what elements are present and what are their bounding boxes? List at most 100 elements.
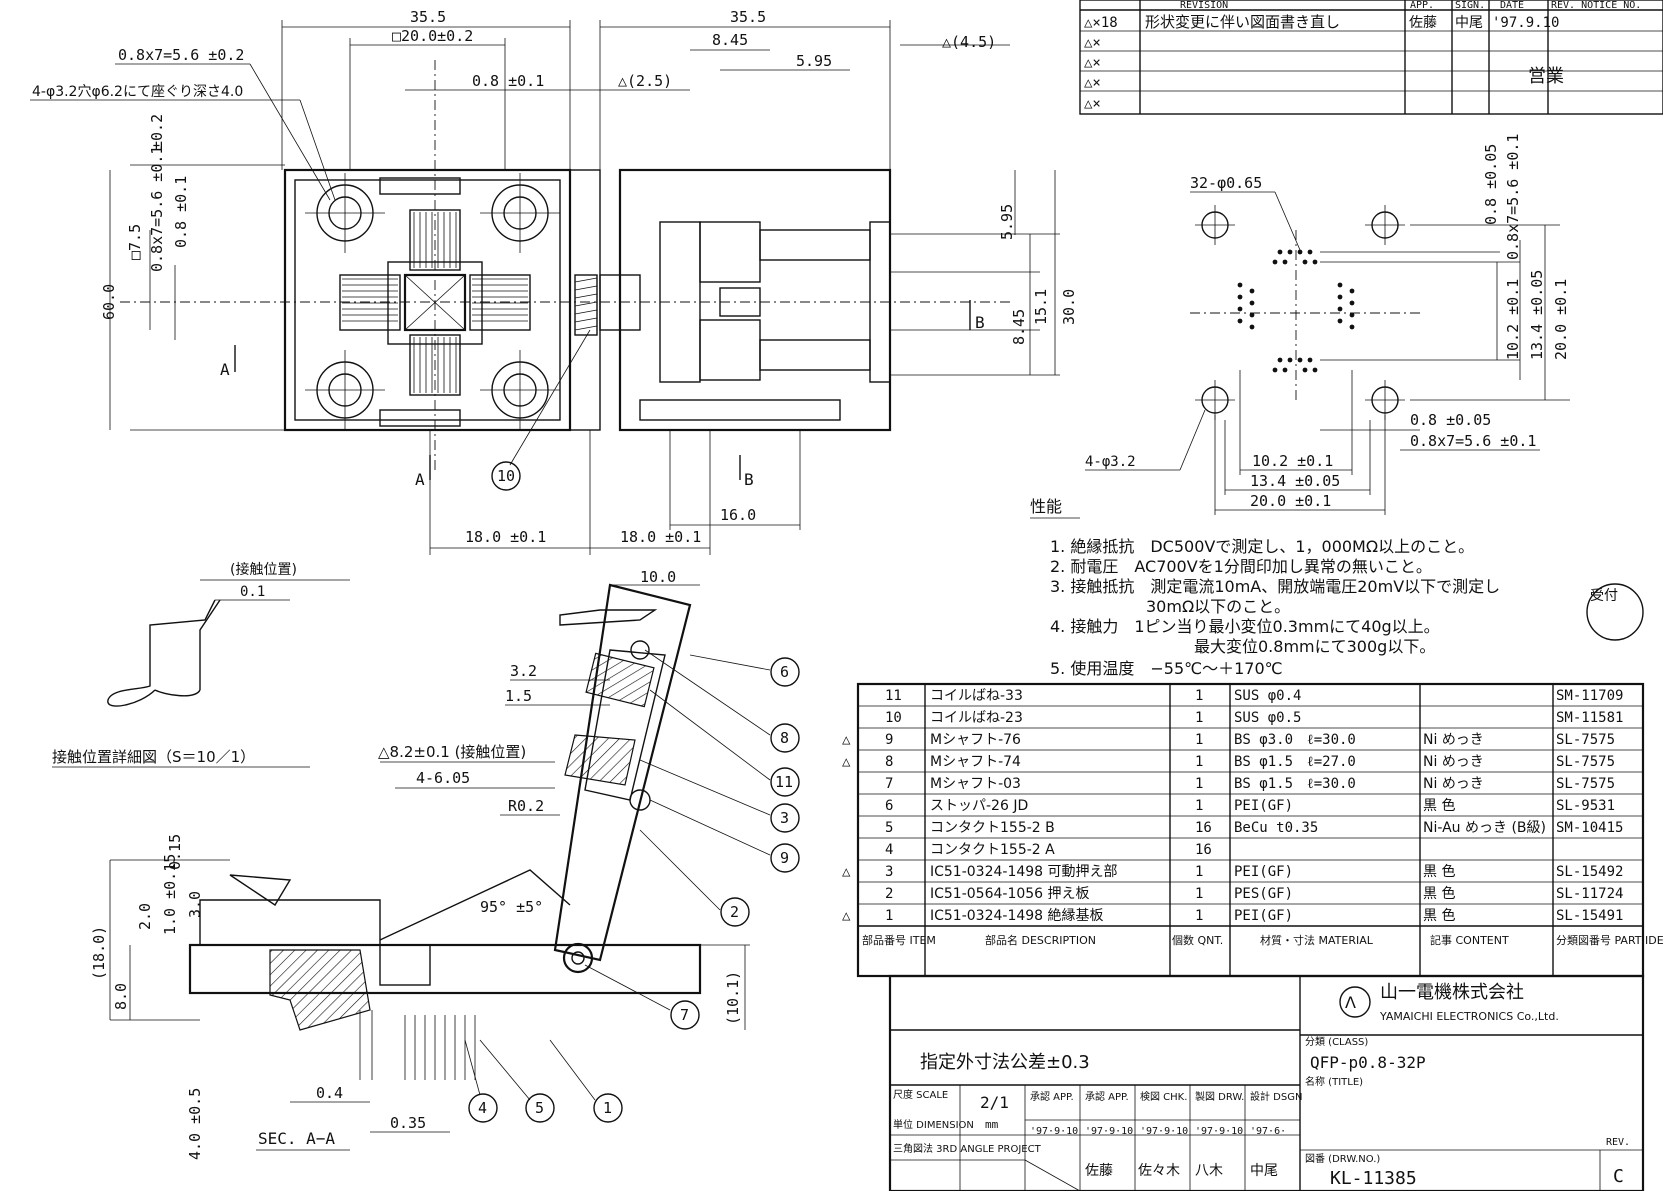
scale-value: 2/1 [980, 1093, 1009, 1112]
svg-text:7: 7 [680, 1006, 689, 1024]
dim-h-08: 0.8 ±0.05 [1410, 411, 1491, 429]
revision-table: REVISION APP. SIGN. DATE REV. NOTICE NO.… [1079, 0, 1663, 115]
performance-item: 5. 使用温度 −55℃〜＋170℃ [1050, 659, 1283, 678]
balloon-1: 1 [549, 1039, 623, 1123]
dim-45: △(4.5) [942, 33, 996, 51]
parts-cell-item: 6 [885, 798, 893, 814]
approval-date: '97·9·10 [1140, 1126, 1188, 1137]
parts-cell-material: BS φ3.0 ℓ=30.0 [1234, 732, 1356, 748]
projection-label: 三角図法 3RD ANGLE PROJECT [893, 1142, 1042, 1155]
dim-right-151: 15.1 [1032, 289, 1050, 325]
parts-cell-ident: SL-9531 [1556, 798, 1615, 814]
class-label: 分類 (CLASS) [1305, 1036, 1368, 1048]
tolerance-note: 指定外寸法公差±0.3 [920, 1052, 1090, 1073]
mount-hole [480, 173, 560, 253]
approval-name: 佐々木 [1138, 1163, 1180, 1179]
parts-col-qty: 個数 QNT. [1172, 934, 1223, 947]
class-value: QFP-p0.8-32P [1310, 1053, 1426, 1072]
dim-595: 5.95 [796, 52, 832, 70]
mount-hole [305, 173, 385, 253]
parts-cell-desc: Mシャフト-03 [930, 776, 1021, 792]
balloon-2: 2 [639, 829, 750, 927]
parts-cell-ident: SL-11724 [1556, 886, 1623, 902]
rev-row-date: '97.9.10 [1492, 15, 1559, 31]
sec-dim-015: 0.15 [166, 834, 184, 870]
drawing-no: KL-11385 [1330, 1168, 1417, 1189]
rev-row-mark: △× [1084, 55, 1101, 71]
section-marker-a: A [415, 470, 425, 489]
dim-left-60: 60.0 [100, 284, 118, 320]
title-block: Λ 山一電機株式会社 YAMAICHI ELECTRONICS Co.,Ltd.… [888, 974, 1645, 1191]
parts-cell-material: PEI(GF) [1234, 864, 1293, 880]
parts-cell-content: Ni めっき [1423, 732, 1484, 748]
parts-cell-material: BS φ1.5 ℓ=30.0 [1234, 776, 1356, 792]
parts-cell-ident: SM-11581 [1556, 710, 1623, 726]
approval-name: 中尾 [1250, 1163, 1278, 1179]
parts-cell-ident: SM-10415 [1556, 820, 1623, 836]
parts-cell-item: 4 [885, 842, 893, 858]
balloon-10-label: 10 [497, 467, 515, 485]
parts-cell-material: BeCu t0.35 [1234, 820, 1318, 836]
dim-h-200: 20.0 ±0.1 [1250, 492, 1331, 510]
mount-hole [480, 350, 560, 430]
company-name-en: YAMAICHI ELECTRONICS Co.,Ltd. [1379, 1010, 1559, 1023]
parts-cell-item: 5 [885, 820, 893, 836]
section-marker-b: B [744, 470, 754, 489]
dim-pitch: 0.8x7=5.6 ±0.2 [118, 46, 244, 64]
title-label: 名称 (TITLE) [1305, 1075, 1363, 1088]
sec-dim-2: 2.0 [136, 903, 154, 930]
dim-v-200: 20.0 ±0.1 [1552, 279, 1570, 360]
approval-name: 佐藤 [1085, 1163, 1113, 1179]
mount-hole [305, 350, 385, 430]
unit-value: mm [985, 1118, 999, 1131]
rev-label: REV. [1606, 1137, 1630, 1148]
rev-header-app: APP. [1410, 0, 1434, 11]
section-marker-b: B [975, 313, 985, 332]
rev-header-date: DATE [1500, 0, 1524, 11]
rev-stamp: 営業 [1528, 66, 1564, 87]
parts-cell-qty: 1 [1195, 732, 1203, 748]
dim-right-845: 8.45 [1010, 309, 1028, 345]
parts-cell-qty: 1 [1195, 798, 1203, 814]
parts-col-material: 材質・寸法 MATERIAL [1260, 933, 1374, 947]
balloon-8: 8 [644, 649, 800, 753]
rev-row-mark: △×18 [1084, 15, 1118, 31]
parts-cell-desc: コイルばね-23 [930, 710, 1023, 726]
section-marker-a: A [220, 360, 230, 379]
parts-cell-material: SUS φ0.4 [1234, 688, 1301, 704]
rev-row-mark: △× [1084, 35, 1101, 51]
dim-v-08: 0.8 ±0.05 [1482, 144, 1500, 225]
drawing-no-label: 図番 (DRW.NO.) [1305, 1153, 1380, 1165]
sec-dim-605: 4-6.05 [416, 769, 470, 787]
scale-label: 尺度 SCALE [893, 1088, 948, 1101]
performance-notes: 性能 1. 絶縁抵抗 DC500Vで測定し、1，000MΩ以上のこと。 2. 耐… [1030, 497, 1644, 678]
parts-cell-desc: IC51-0324-1498 可動押え部 [930, 864, 1118, 880]
svg-text:6: 6 [780, 663, 789, 681]
approval-date: '97·9·10 [1085, 1126, 1133, 1137]
dim-v-134: 13.4 ±0.05 [1528, 270, 1546, 360]
parts-cell-ident: SL-7575 [1556, 754, 1615, 770]
sec-dim-3: 3.0 [186, 891, 204, 918]
dim-bottom-18a: 18.0 ±0.1 [465, 528, 546, 546]
dim-25: △(2.5) [618, 72, 672, 90]
section-view: 10.0 3.2 1.5 △8.2±0.1 (接触位置) 4-6.05 R0.2… [90, 568, 800, 1160]
balloon-4: 4 [464, 1039, 498, 1123]
svg-text:3: 3 [780, 809, 789, 827]
performance-title: 性能 [1030, 497, 1062, 516]
parts-cell-rev: △ [842, 908, 851, 924]
sec-dim-8: 8.0 [112, 983, 130, 1010]
parts-cell-qty: 16 [1195, 842, 1212, 858]
performance-item: 2. 耐電圧 AC700Vを1分間印加し異常の無いこと。 [1050, 557, 1432, 576]
approval-date: '97·9·10 [1195, 1126, 1243, 1137]
parts-cell-desc: コンタクト155-2 B [930, 820, 1055, 836]
performance-item: 30mΩ以下のこと。 [1050, 597, 1290, 616]
approval-label: 承認 APP. [1030, 1090, 1074, 1103]
sec-dim-4: 4.0 ±0.5 [186, 1088, 204, 1160]
parts-cell-content: 黒 色 [1423, 907, 1455, 924]
approval-date: '97·6· [1250, 1126, 1286, 1137]
detail-position-label: (接触位置) [230, 561, 297, 578]
dim-right-595: 5.95 [998, 204, 1016, 240]
parts-cell-desc: ストッパ-26 JD [930, 798, 1028, 814]
